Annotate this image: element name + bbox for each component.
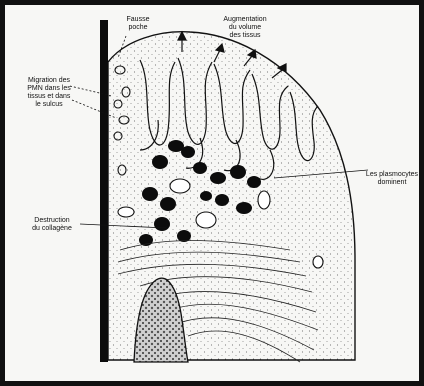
label-migration-pmn: Migration des PMN dans les tissus et dan…	[15, 77, 83, 109]
label-augmentation-volume: Augmentation du volume des tissus	[210, 16, 280, 40]
label-destruction-collagene: Destruction du collagène	[19, 217, 85, 233]
label-plasmocytes: Les plasmocytes dominent	[361, 171, 423, 187]
label-fausse-poche: Fausse poche	[113, 16, 163, 32]
tooth-surface	[100, 20, 108, 362]
histology-diagram	[5, 5, 419, 381]
